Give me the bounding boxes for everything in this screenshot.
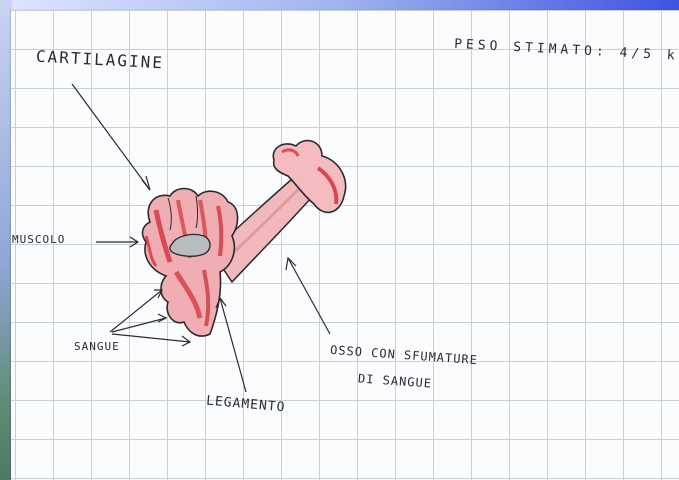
arrow-legamento — [220, 298, 246, 392]
arrow-sangue-2 — [112, 318, 166, 332]
blood-label: SANGUE — [74, 340, 120, 353]
muscle-label: MUSCOLO — [12, 233, 65, 246]
arrow-osso — [288, 258, 330, 334]
arrow-sangue-3 — [112, 334, 190, 342]
arrow-cartilagine — [72, 84, 150, 190]
